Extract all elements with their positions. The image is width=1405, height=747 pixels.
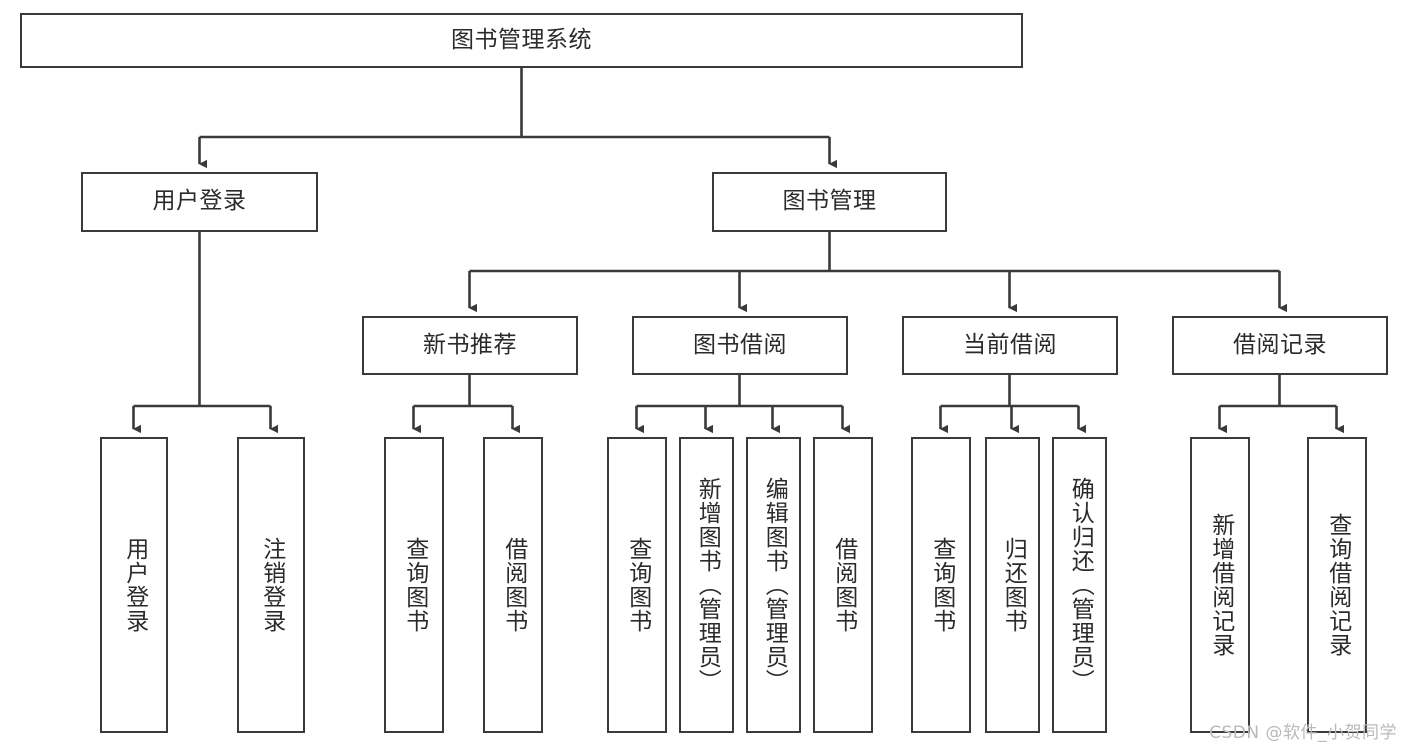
node-user-login-label: 用户登录	[152, 188, 247, 215]
node-current-borrow-label: 当前借阅	[963, 331, 1057, 358]
node-leaf-edit-book[interactable]: 编辑图书（管理员）	[746, 437, 801, 733]
node-leaf-return-book-label: 归还图书	[1000, 537, 1027, 633]
node-current-borrow[interactable]: 当前借阅	[902, 316, 1118, 375]
node-leaf-borrow-book-2-label: 借阅图书	[830, 537, 857, 633]
node-borrow-record[interactable]: 借阅记录	[1172, 316, 1388, 375]
csdn-watermark: CSDN @软件_小贺同学	[1209, 723, 1397, 743]
node-leaf-query-record-label: 查询借阅记录	[1324, 513, 1351, 657]
node-leaf-query-book-1[interactable]: 查询图书	[384, 437, 444, 733]
node-leaf-add-book-label: 新增图书（管理员）	[694, 477, 721, 693]
node-leaf-borrow-book-2[interactable]: 借阅图书	[813, 437, 873, 733]
node-leaf-borrow-book-1-label: 借阅图书	[500, 537, 527, 633]
node-leaf-user-login-label: 用户登录	[121, 537, 148, 633]
node-leaf-return-book[interactable]: 归还图书	[985, 437, 1040, 733]
node-user-login[interactable]: 用户登录	[81, 172, 318, 232]
node-book-management-label: 图书管理	[782, 188, 877, 215]
node-leaf-confirm-return-label: 确认归还（管理员）	[1067, 477, 1094, 693]
node-leaf-borrow-book-1[interactable]: 借阅图书	[483, 437, 543, 733]
node-book-borrow[interactable]: 图书借阅	[632, 316, 848, 375]
node-new-book-recommend-label: 新书推荐	[423, 331, 517, 358]
node-new-book-recommend[interactable]: 新书推荐	[362, 316, 578, 375]
node-leaf-query-book-2-label: 查询图书	[624, 537, 651, 633]
node-leaf-query-record[interactable]: 查询借阅记录	[1307, 437, 1367, 733]
node-book-borrow-label: 图书借阅	[693, 331, 787, 358]
node-leaf-user-login[interactable]: 用户登录	[100, 437, 168, 733]
node-leaf-user-logout-label: 注销登录	[258, 537, 285, 633]
node-leaf-query-book-1-label: 查询图书	[401, 537, 428, 633]
node-leaf-add-record[interactable]: 新增借阅记录	[1190, 437, 1250, 733]
node-root[interactable]: 图书管理系统	[20, 13, 1023, 68]
node-leaf-query-book-3-label: 查询图书	[928, 537, 955, 633]
node-book-management[interactable]: 图书管理	[712, 172, 947, 232]
node-leaf-add-record-label: 新增借阅记录	[1207, 513, 1234, 657]
node-leaf-query-book-3[interactable]: 查询图书	[911, 437, 971, 733]
node-leaf-query-book-2[interactable]: 查询图书	[607, 437, 667, 733]
node-leaf-edit-book-label: 编辑图书（管理员）	[761, 477, 788, 693]
node-leaf-confirm-return[interactable]: 确认归还（管理员）	[1052, 437, 1107, 733]
node-borrow-record-label: 借阅记录	[1233, 331, 1327, 358]
node-root-label: 图书管理系统	[451, 26, 592, 53]
node-leaf-add-book[interactable]: 新增图书（管理员）	[679, 437, 734, 733]
node-leaf-user-logout[interactable]: 注销登录	[237, 437, 305, 733]
